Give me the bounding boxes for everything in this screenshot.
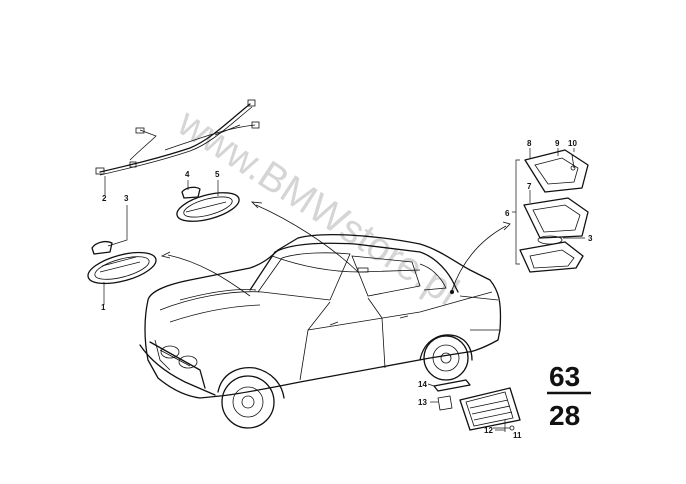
callout-5: 5 bbox=[215, 170, 220, 179]
wiring-harness-part bbox=[95, 99, 260, 195]
callout-7: 7 bbox=[527, 182, 532, 191]
callout-labels: 1 2 3 4 5 6 7 8 9 10 3 11 12 13 14 bbox=[101, 139, 593, 440]
lamp-part-11 bbox=[427, 379, 521, 432]
callout-3-dome: 3 bbox=[588, 234, 593, 243]
callout-11: 11 bbox=[513, 431, 522, 440]
callout-1: 1 bbox=[101, 303, 106, 312]
pointer-arrows bbox=[160, 201, 511, 297]
callout-10: 10 bbox=[568, 139, 577, 148]
callout-12: 12 bbox=[484, 426, 493, 435]
callout-2: 2 bbox=[102, 194, 107, 203]
callout-8: 8 bbox=[527, 139, 532, 148]
group-number-top: 63 bbox=[549, 361, 580, 392]
watermark-text: www.BMWstore.pl bbox=[169, 100, 466, 314]
dome-light-assembly bbox=[512, 148, 589, 273]
callout-6: 6 bbox=[505, 209, 510, 218]
lamp-part-5 bbox=[176, 180, 240, 222]
callout-3: 3 bbox=[124, 194, 129, 203]
callout-4: 4 bbox=[185, 170, 190, 179]
lamp-part-1 bbox=[87, 205, 157, 305]
callout-9: 9 bbox=[555, 139, 560, 148]
callout-13: 13 bbox=[418, 398, 427, 407]
car-illustration bbox=[139, 234, 502, 429]
group-number: 63 28 bbox=[547, 361, 591, 431]
group-number-bottom: 28 bbox=[549, 400, 580, 431]
callout-14: 14 bbox=[418, 380, 427, 389]
